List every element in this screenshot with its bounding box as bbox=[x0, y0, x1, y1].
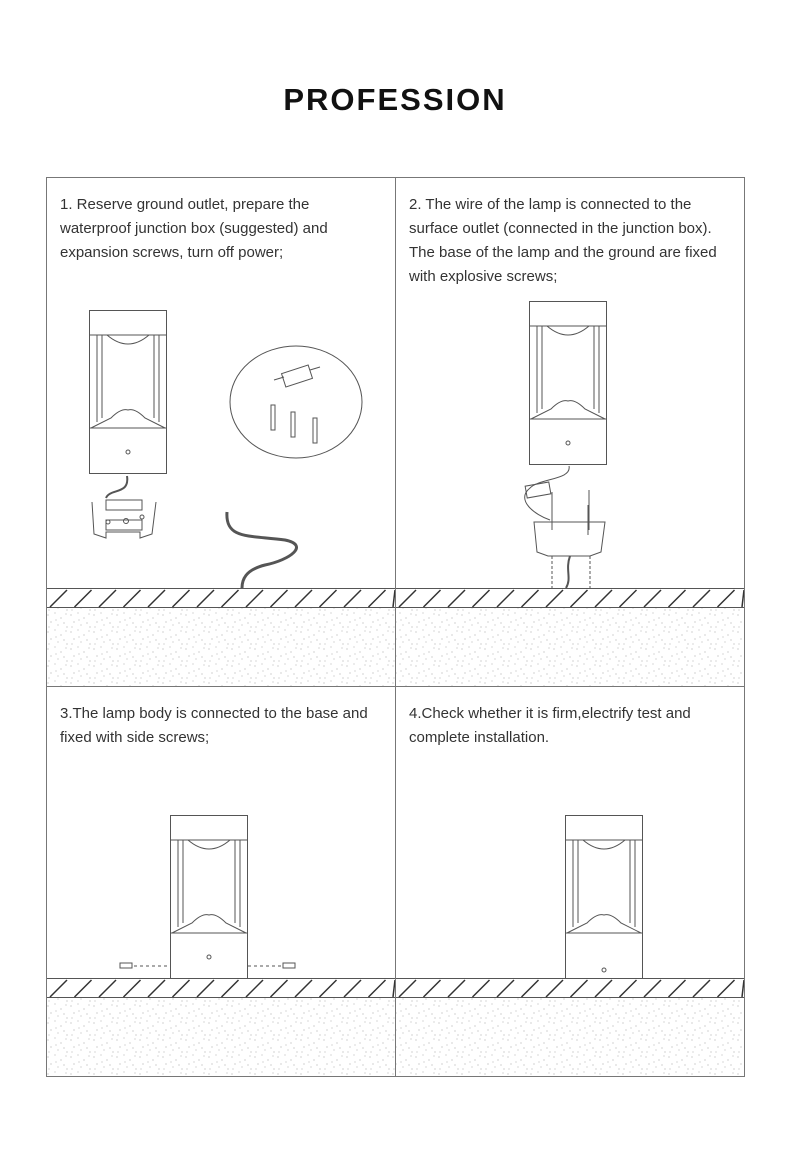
bracket-base bbox=[91, 499, 157, 539]
ground-section bbox=[395, 978, 745, 1076]
page-title: PROFESSION bbox=[283, 82, 507, 117]
step-2-text: 2. The wire of the lamp is connected to … bbox=[409, 196, 717, 285]
bollard-lamp bbox=[565, 815, 643, 979]
lamp-wire bbox=[105, 475, 129, 499]
bollard-lamp bbox=[89, 310, 167, 474]
ground-section bbox=[46, 588, 396, 686]
step2-assembly bbox=[524, 465, 606, 589]
panel-grid bbox=[46, 177, 745, 1077]
step-3-text: 3.The lamp body is connected to the base… bbox=[60, 705, 368, 746]
side-screws bbox=[119, 962, 296, 969]
ground-section bbox=[46, 978, 396, 1076]
junction-box-callout bbox=[229, 345, 363, 459]
ground-cable bbox=[225, 511, 298, 589]
bollard-lamp bbox=[170, 815, 248, 979]
step-1-text: 1. Reserve ground outlet, prepare the wa… bbox=[60, 196, 328, 261]
step-4-text: 4.Check whether it is firm,electrify tes… bbox=[409, 705, 691, 746]
ground-section bbox=[395, 588, 745, 686]
bollard-lamp bbox=[529, 301, 607, 465]
